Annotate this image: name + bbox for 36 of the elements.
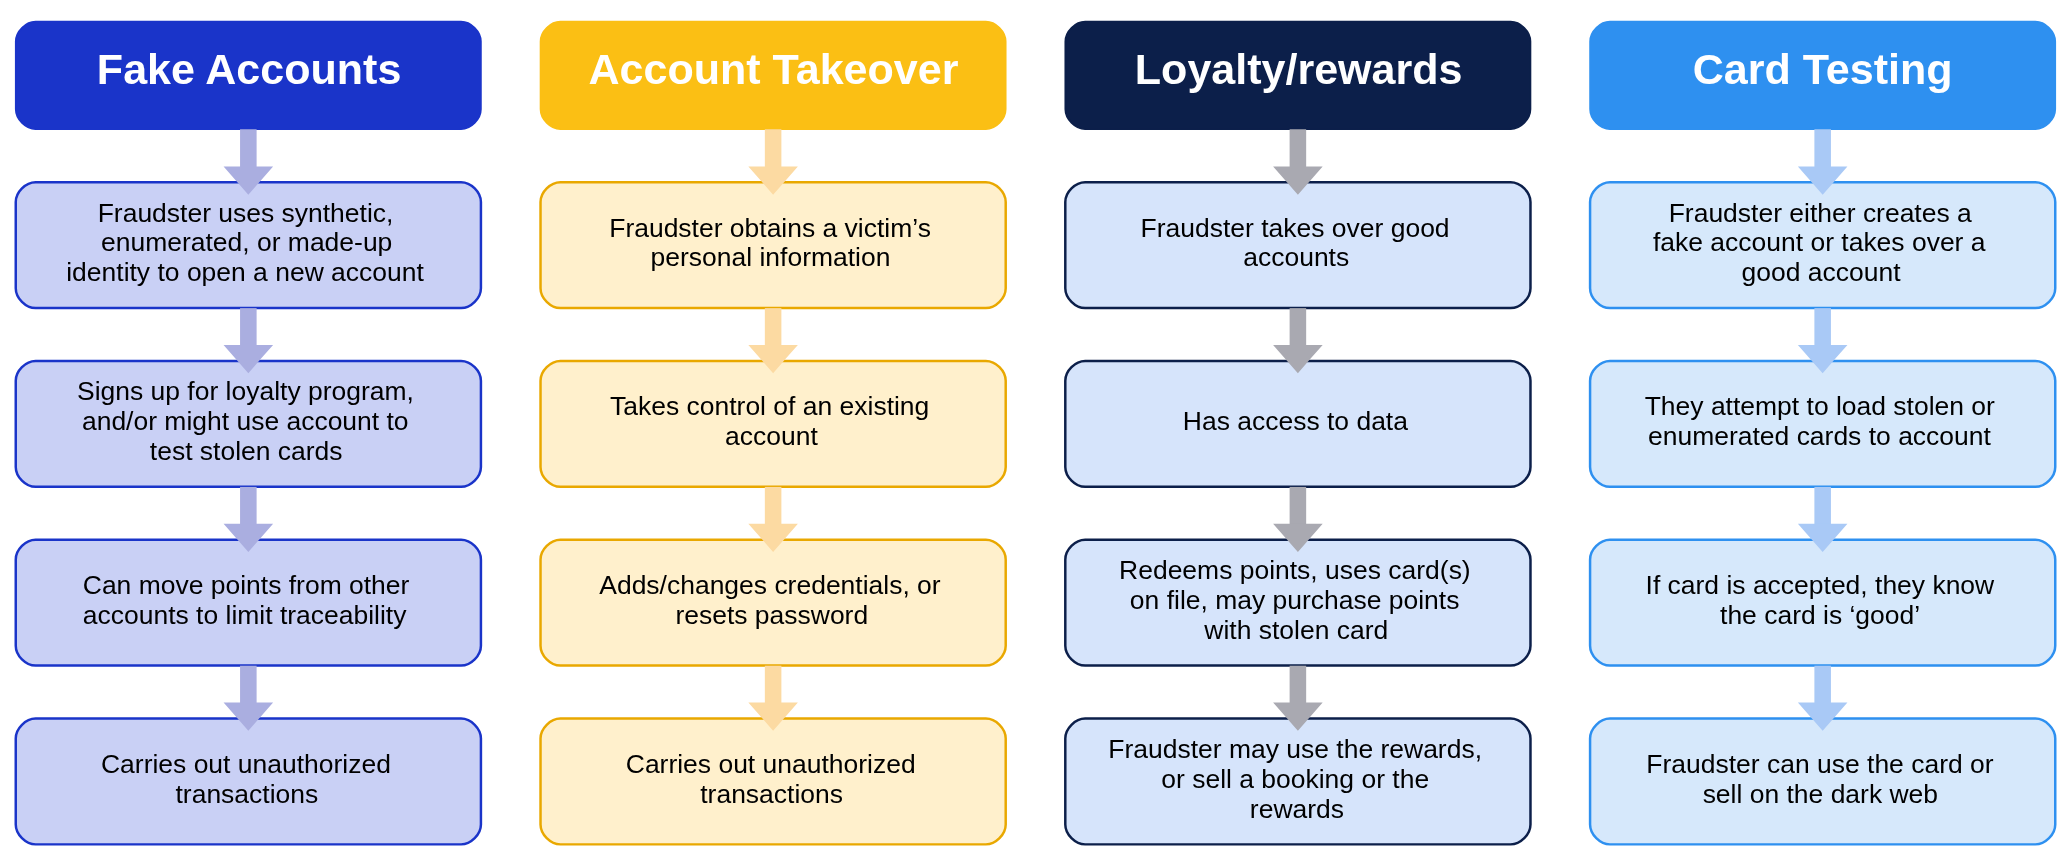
node-box: Carries out unauthorized transactions — [539, 716, 1007, 846]
node-box: Carries out unauthorized transactions — [14, 716, 483, 846]
arrow — [223, 665, 274, 731]
node-box: Can move points from other accounts to limit traceability — [14, 538, 483, 667]
arrow — [1797, 128, 1848, 195]
arrow — [748, 486, 798, 552]
node-box: Adds/changes credentials, or resets password — [539, 538, 1007, 667]
node-box: Signs up for loyalty program, and/or might use account to test stolen cards — [14, 359, 483, 488]
node-box: They attempt to load stolen or enumerated cards to account — [1588, 359, 2057, 488]
node-box: Fraudster can use the card or sell on the dark web — [1588, 716, 2057, 846]
arrow — [1797, 307, 1848, 373]
node-box: Fraudster takes over good accounts — [1064, 180, 1532, 309]
node-box: If card is accepted, they know the card is ‘good’ — [1588, 538, 2057, 667]
node-box: Fraudster may use the rewards, or sell a booking or the rewards — [1064, 716, 1532, 846]
node-box: Fraudster uses synthetic, enumerated, or made-up identity to open a new account — [14, 180, 483, 309]
node-box: Takes control of an existing account — [539, 359, 1007, 488]
node-box: Loyalty/rewards — [1064, 20, 1532, 130]
arrow — [1797, 486, 1848, 552]
arrow — [1797, 665, 1848, 731]
node-box: Redeems points, uses card(s) on file, may purchase points with stolen card — [1064, 538, 1532, 667]
arrow — [748, 665, 798, 731]
arrow — [223, 307, 274, 373]
arrow — [1273, 307, 1323, 373]
node-box: Fraudster either creates a fake account or takes over a good account — [1588, 180, 2057, 309]
arrow — [223, 486, 274, 552]
arrow — [748, 307, 798, 373]
node-box: Fraudster obtains a victim’s personal information — [539, 180, 1007, 309]
node-box: Has access to data — [1064, 359, 1532, 488]
arrow — [1273, 486, 1323, 552]
arrow — [1273, 665, 1323, 731]
node-box: Account Takeover — [539, 20, 1007, 130]
arrow — [1273, 128, 1323, 195]
arrow — [748, 128, 798, 195]
node-box: Card Testing — [1589, 20, 2057, 130]
arrow — [223, 128, 274, 195]
node-box: Fake Accounts — [14, 20, 482, 130]
